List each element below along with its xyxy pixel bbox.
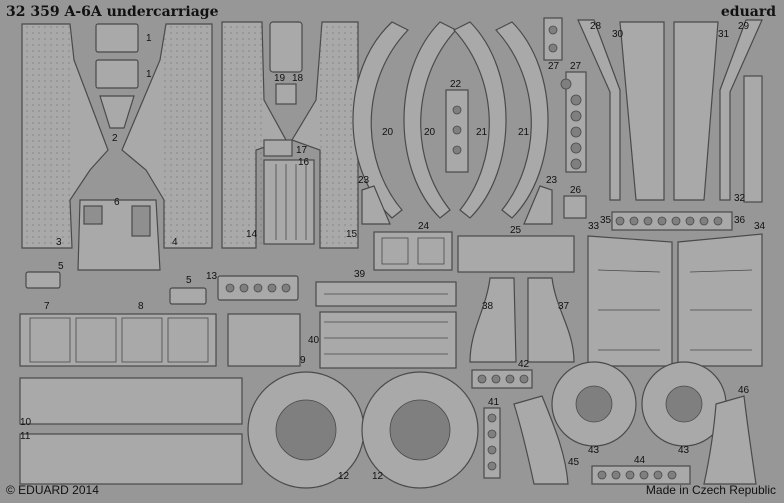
part-1-bottom <box>95 59 139 89</box>
part-29 <box>719 19 763 201</box>
part-label: 24 <box>418 221 430 232</box>
part-20-right <box>403 21 457 219</box>
part-1-top <box>95 23 139 53</box>
part-label: 20 <box>424 127 436 138</box>
part-label: 19 <box>274 73 286 84</box>
part-label: 28 <box>590 21 602 32</box>
part-28 <box>577 19 621 201</box>
part-label: 27 <box>548 61 560 72</box>
copyright-text: © EDUARD 2014 <box>6 483 99 497</box>
part-10 <box>19 377 243 425</box>
part-label: 22 <box>450 79 462 90</box>
part-2 <box>99 95 135 129</box>
part-38 <box>469 277 517 363</box>
part-label: 46 <box>738 385 750 396</box>
part-label: 25 <box>510 225 522 236</box>
part-40 <box>319 311 457 369</box>
part-label: 7 <box>44 301 50 312</box>
part-label: 43 <box>588 445 600 456</box>
part-5-left <box>25 271 61 289</box>
part-label: 23 <box>358 175 370 186</box>
part-label: 34 <box>754 221 766 232</box>
origin-text: Made in Czech Republic <box>645 483 776 497</box>
part-label: 43 <box>678 445 690 456</box>
part-label: 21 <box>518 127 530 138</box>
part-18 <box>275 83 297 105</box>
part-label: 9 <box>300 355 306 366</box>
part-17 <box>263 139 293 157</box>
part-label: 8 <box>138 301 144 312</box>
part-label: 1 <box>146 69 152 80</box>
part-label: 32 <box>734 193 746 204</box>
part-label: 27 <box>570 61 582 72</box>
part-label: 6 <box>114 197 120 208</box>
part-label: 21 <box>476 127 488 138</box>
part-33 <box>587 235 673 367</box>
part-label: 5 <box>58 261 64 272</box>
part-label: 41 <box>488 397 500 408</box>
sheet-code: 32 359 <box>6 4 60 20</box>
part-label: 33 <box>588 221 600 232</box>
part-label: 23 <box>546 175 558 186</box>
brand-name: eduard <box>720 4 776 20</box>
part-label: 18 <box>292 73 304 84</box>
part-label: 29 <box>738 21 750 32</box>
part-20-left <box>352 21 409 219</box>
part-label: 26 <box>570 185 582 196</box>
part-label: 20 <box>382 127 394 138</box>
part-5-right <box>169 287 207 305</box>
part-label: 16 <box>298 157 310 168</box>
part-25 <box>457 235 575 273</box>
part-label: 4 <box>172 237 178 248</box>
part-label: 12 <box>338 471 350 482</box>
part-label: 35 <box>600 215 612 226</box>
part-31 <box>673 21 719 201</box>
part-45 <box>513 395 569 485</box>
part-label: 37 <box>558 301 570 312</box>
part-21-right <box>495 21 549 219</box>
part-19 <box>269 21 303 73</box>
part-label: 3 <box>56 237 62 248</box>
part-label: 5 <box>186 275 192 286</box>
part-label: 36 <box>734 215 746 226</box>
part-label: 42 <box>518 359 530 370</box>
part-34 <box>677 233 763 367</box>
part-label: 15 <box>346 229 358 240</box>
part-label: 14 <box>246 229 258 240</box>
part-37 <box>527 277 575 363</box>
part-label: 39 <box>354 269 366 280</box>
part-11 <box>19 433 243 485</box>
part-41 <box>483 407 501 479</box>
part-32 <box>743 75 763 203</box>
part-label: 40 <box>308 335 320 346</box>
part-27-top <box>543 17 563 61</box>
part-42 <box>471 369 533 389</box>
part-label: 2 <box>112 133 118 144</box>
part-label: 12 <box>372 471 384 482</box>
part-label: 38 <box>482 301 494 312</box>
part-label: 31 <box>718 29 730 40</box>
part-16 <box>263 159 315 245</box>
part-label: 13 <box>206 271 218 282</box>
part-30 <box>619 21 665 201</box>
part-23-right <box>523 185 553 225</box>
part-26 <box>563 195 587 219</box>
part-label: 10 <box>20 417 32 428</box>
part-label: 1 <box>146 33 152 44</box>
part-label: 11 <box>20 431 31 442</box>
part-7-8-strip <box>19 313 217 367</box>
part-21-left <box>453 21 507 219</box>
sheet-name: A-6A undercarriage <box>64 4 219 20</box>
part-23-left <box>361 185 391 225</box>
part-46 <box>703 395 757 485</box>
part-label: 44 <box>634 455 646 466</box>
part-label: 45 <box>568 457 580 468</box>
part-label: 17 <box>296 145 308 156</box>
sheet-title: 32 359 A-6A undercarriage <box>6 4 218 20</box>
part-label: 30 <box>612 29 624 40</box>
